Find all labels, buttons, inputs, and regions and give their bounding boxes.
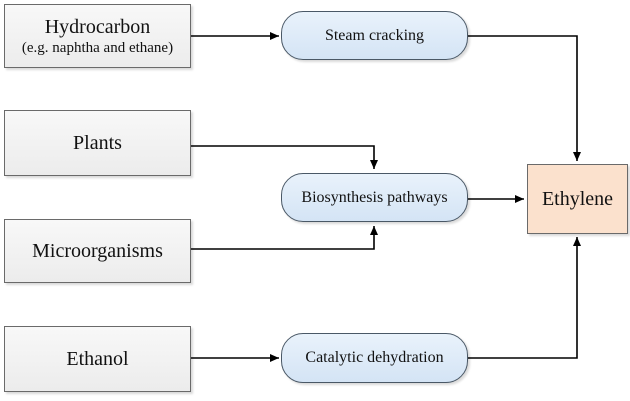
- ethanol-box: Ethanol: [4, 326, 191, 392]
- steam-cracking-node: Steam cracking: [281, 11, 468, 60]
- steam-cracking-label: Steam cracking: [324, 26, 425, 44]
- ethanol-label: Ethanol: [66, 348, 129, 370]
- catalytic-dehydration-node: Catalytic dehydration: [281, 333, 468, 383]
- microorganisms-box: Microorganisms: [4, 219, 191, 283]
- ethylene-label: Ethylene: [541, 187, 614, 210]
- arrow-steam-cracking-to-ethylene: [468, 35, 581, 161]
- hydrocarbon-note: (e.g. naphtha and ethane): [21, 40, 174, 56]
- plants-label: Plants: [73, 132, 122, 154]
- hydrocarbon-box: Hydrocarbon (e.g. naphtha and ethane): [4, 4, 191, 68]
- plants-box: Plants: [4, 110, 191, 176]
- arrow-catalytic-dehydration-to-ethylene: [468, 237, 581, 359]
- catalytic-dehydration-label: Catalytic dehydration: [305, 349, 444, 366]
- biosynthesis-pathways-node: Biosynthesis pathways: [281, 173, 468, 222]
- arrow-plants-to-biosynthesis: [191, 145, 378, 169]
- ethylene-box: Ethylene: [527, 164, 628, 234]
- biosynthesis-pathways-label: Biosynthesis pathways: [301, 188, 448, 206]
- microorganisms-label: Microorganisms: [32, 240, 163, 262]
- arrow-microorganisms-to-biosynthesis: [191, 226, 378, 250]
- hydrocarbon-label: Hydrocarbon: [44, 16, 151, 38]
